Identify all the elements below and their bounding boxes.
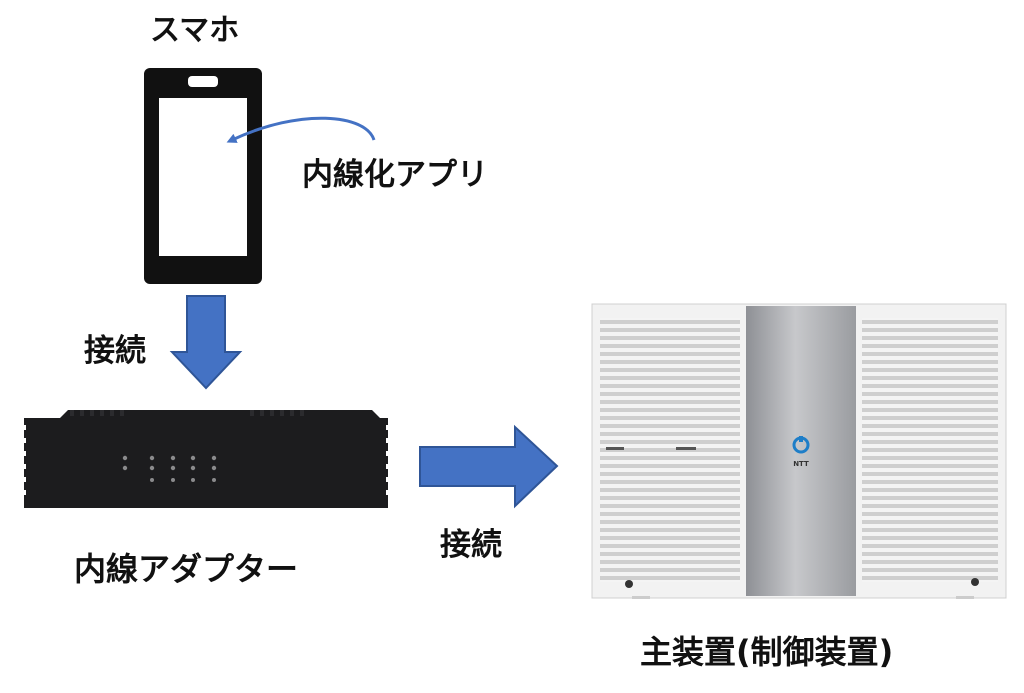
down-arrow xyxy=(169,295,243,390)
main-unit-label: 主装置(制御装置) xyxy=(640,633,894,671)
app-curve-arrow xyxy=(226,116,376,143)
extension-app-label: 内線化アプリ xyxy=(302,157,488,193)
connection-label-phone-adapter: 接続 xyxy=(84,333,146,369)
smartphone-label: スマホ xyxy=(150,13,240,48)
smartphone-icon xyxy=(144,68,262,284)
right-arrow xyxy=(419,424,559,509)
main-unit-device-icon: NTT xyxy=(591,303,1007,599)
extension-adapter-label: 内線アダプター xyxy=(74,550,299,588)
adapter-device-icon xyxy=(14,410,398,508)
connection-label-adapter-main: 接続 xyxy=(440,527,502,563)
device-logo: NTT xyxy=(793,460,809,468)
